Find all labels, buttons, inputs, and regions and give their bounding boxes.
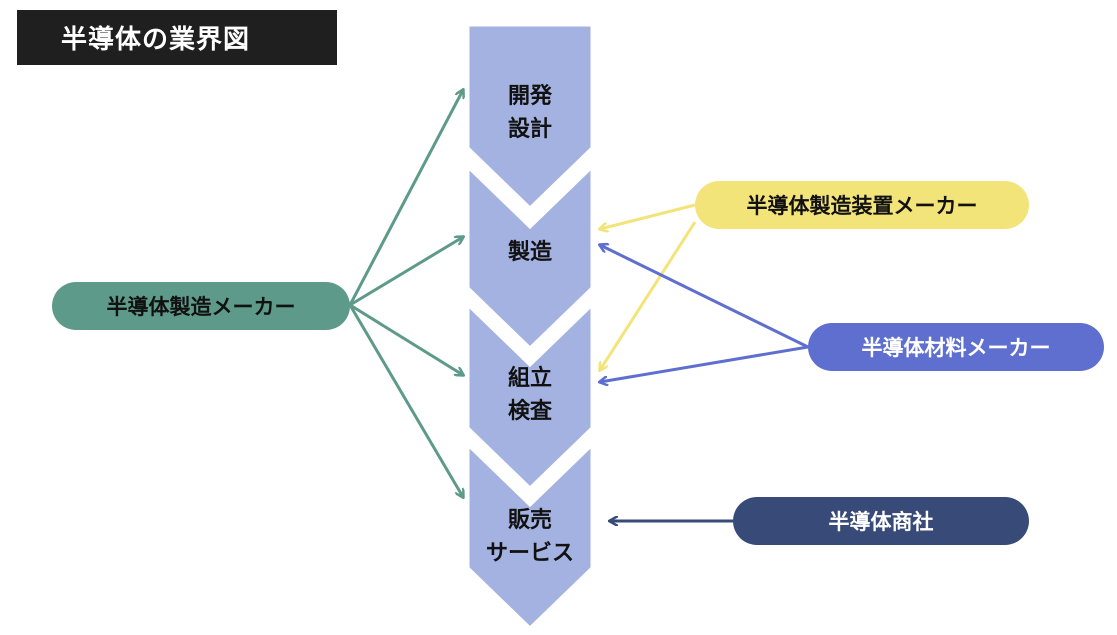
arrow-equipment-to-assembly [600, 221, 697, 370]
arrow-equipment-to-manufacturing [600, 203, 696, 229]
actor-materials-maker: 半導体材料メーカー [808, 323, 1104, 371]
arrow-materials-to-assembly [600, 345, 809, 382]
chevron-step-manufacturing [466, 163, 594, 351]
step-label-sales: 販売サービス [485, 508, 574, 566]
chevron-step-assembly [466, 301, 594, 491]
page-title: 半導体の業界図 [17, 10, 337, 65]
step-label-assembly: 組立検査 [507, 366, 552, 424]
chevron-step-design [466, 23, 594, 211]
actor-semiconductor-manufacturer: 半導体製造メーカー [52, 282, 350, 330]
arrow-manufacturer-to-manufacturing [349, 237, 463, 307]
chevron-step-sales [466, 441, 594, 631]
arrow-manufacturer-to-design [348, 90, 463, 306]
step-label-manufacturing: 製造 [507, 240, 552, 265]
arrow-materials-to-manufacturing [600, 245, 809, 349]
step-label-design: 開発設計 [507, 84, 552, 142]
arrow-manufacturer-to-assembly [349, 303, 463, 375]
arrow-manufacturer-to-sales [348, 304, 463, 497]
actor-trading-company: 半導体商社 [733, 497, 1029, 545]
actor-equipment-maker: 半導体製造装置メーカー [695, 181, 1029, 229]
